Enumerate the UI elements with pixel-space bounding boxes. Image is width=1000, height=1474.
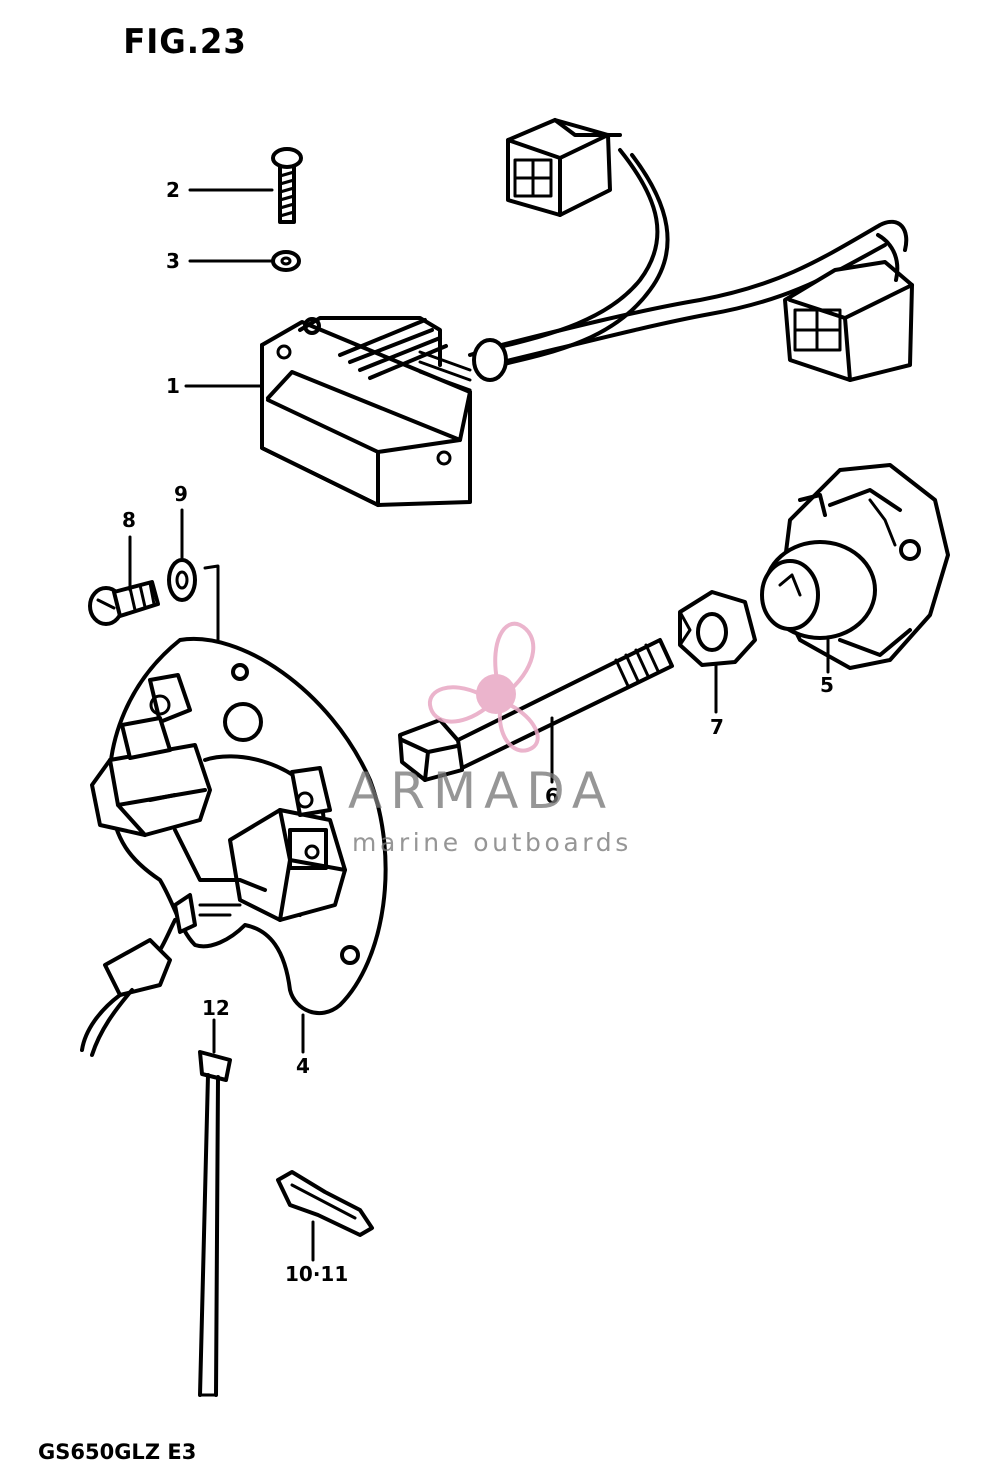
callout-7: 7 xyxy=(710,715,724,739)
washer-part-9 xyxy=(167,558,220,642)
advancer-part-5 xyxy=(760,463,950,670)
callout-12: 12 xyxy=(202,996,230,1020)
callout-10-11: 10·11 xyxy=(285,1262,349,1286)
callout-2: 2 xyxy=(166,178,180,202)
callout-3: 3 xyxy=(166,249,180,273)
callout-9: 9 xyxy=(174,482,188,506)
screw-part-2 xyxy=(271,147,303,224)
callout-4: 4 xyxy=(296,1054,310,1078)
screw-part-8 xyxy=(88,580,160,626)
clamp-part-10-11 xyxy=(276,1170,374,1237)
nut-part-7 xyxy=(678,590,757,667)
callout-6: 6 xyxy=(545,784,559,808)
pickup-plate-part-4 xyxy=(80,636,388,1057)
bolt-part-6 xyxy=(398,638,674,782)
model-code: GS650GLZ E3 xyxy=(38,1440,197,1464)
cable-tie-part-12 xyxy=(198,1050,232,1397)
callout-5: 5 xyxy=(820,673,834,697)
propeller-icon xyxy=(427,621,540,753)
figure-title: FIG.23 xyxy=(123,22,247,62)
callout-1: 1 xyxy=(166,374,180,398)
watermark-brand: ARMADA xyxy=(348,762,615,820)
control-unit-part-1 xyxy=(260,118,914,507)
watermark-tagline: marine outboards xyxy=(352,828,632,857)
leader-lines xyxy=(128,188,830,1262)
washer-part-3 xyxy=(271,250,301,272)
callout-8: 8 xyxy=(122,508,136,532)
